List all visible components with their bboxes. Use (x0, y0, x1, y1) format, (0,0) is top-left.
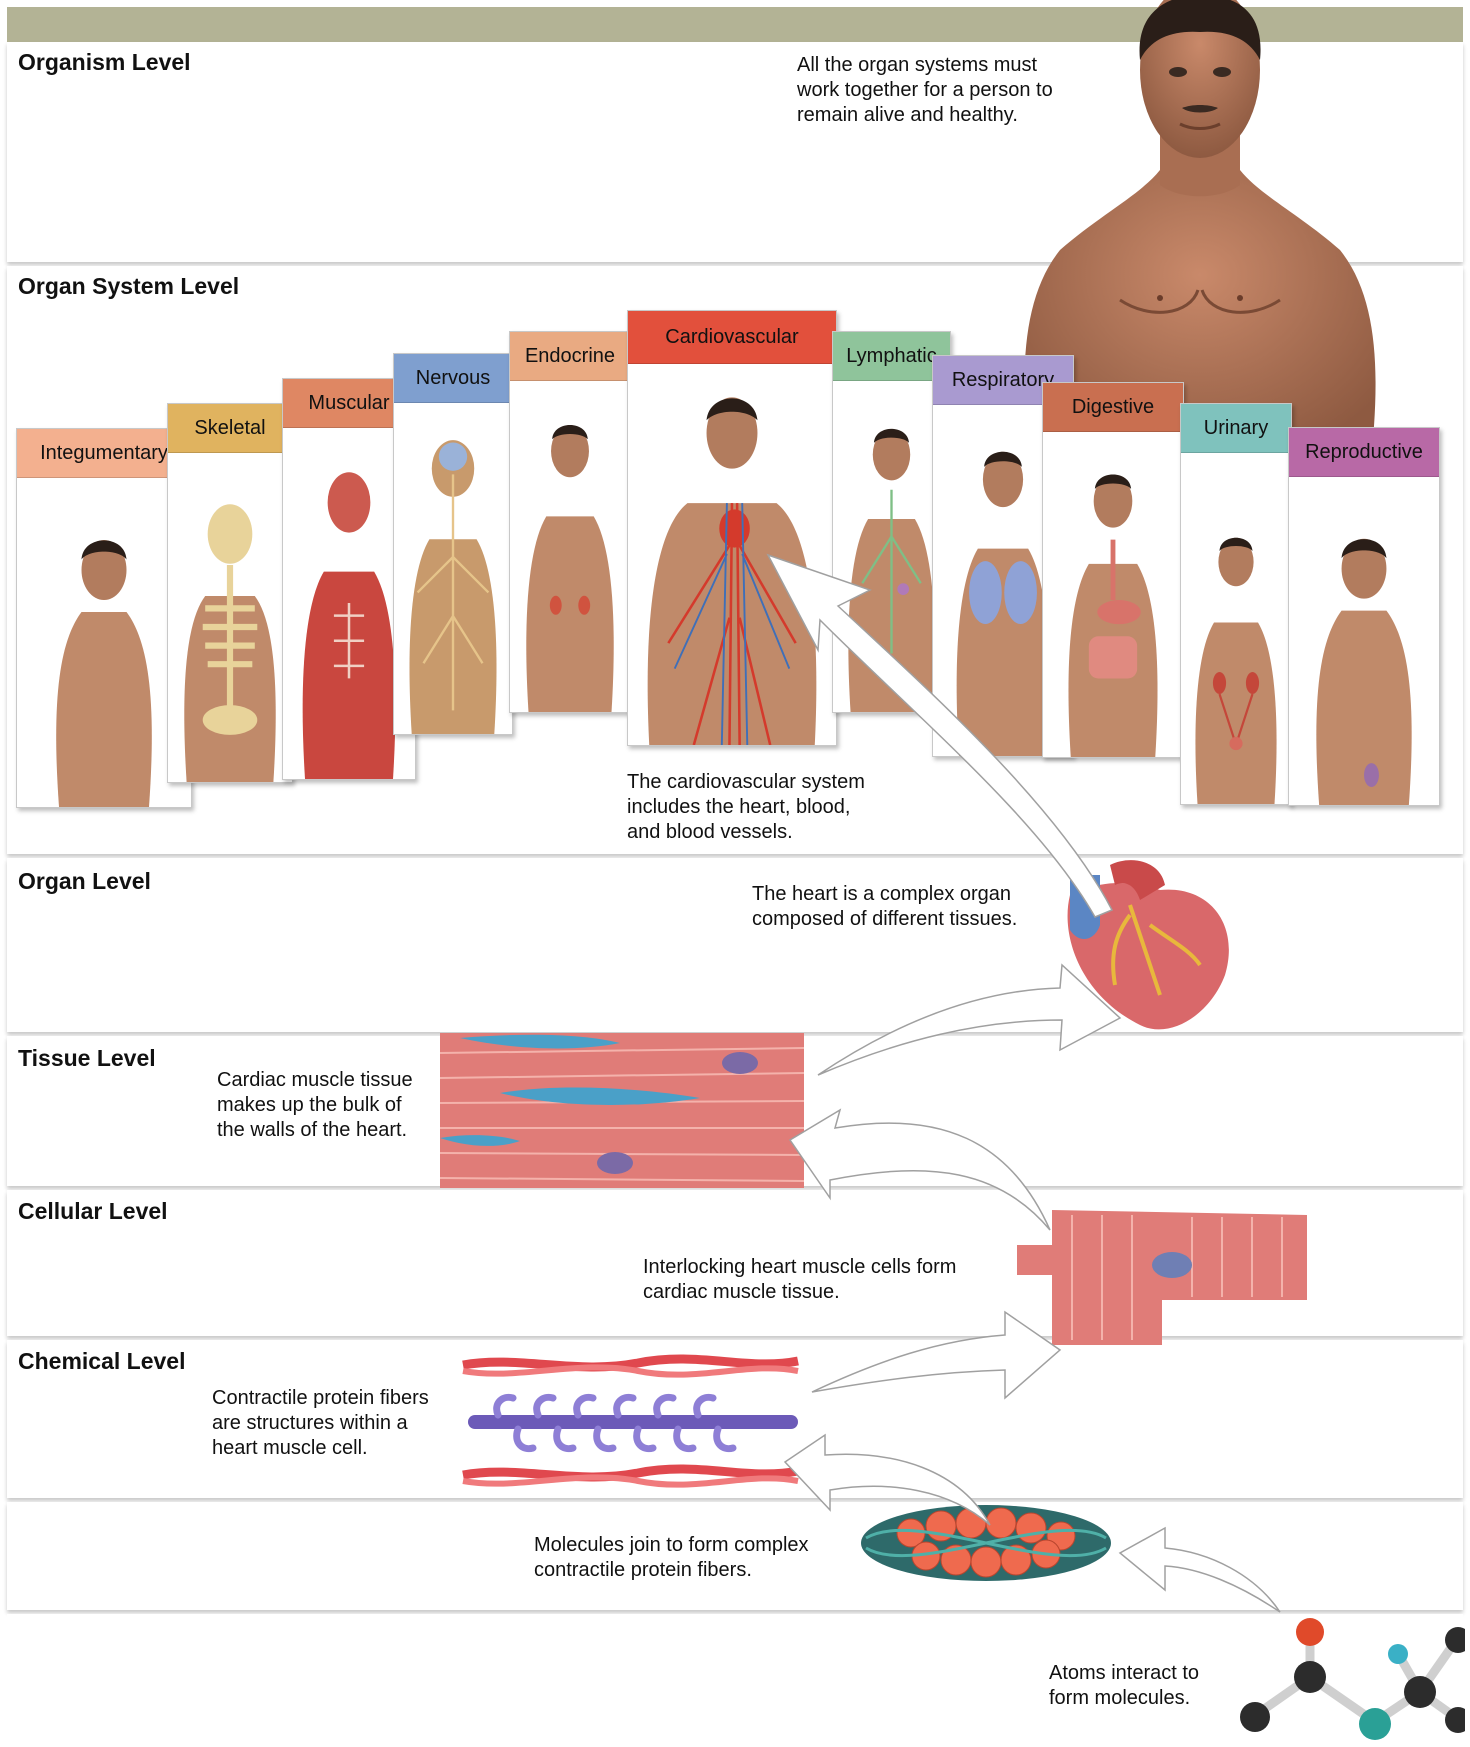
caption-line: includes the heart, blood, (627, 795, 865, 820)
caption-line: form molecules. (1049, 1686, 1199, 1711)
organ-level-title: Organ Level (18, 868, 151, 895)
system-label-integumentary: Integumentary (17, 429, 191, 478)
system-label-digestive: Digestive (1043, 383, 1183, 432)
system-card-integumentary[interactable]: Integumentary (16, 428, 192, 808)
cardiac-muscle-tissue-illustration (440, 1033, 804, 1188)
molecules-caption: Molecules join to form complex contracti… (534, 1533, 809, 1583)
system-card-skeletal[interactable]: Skeletal (167, 403, 293, 783)
reproductive-figure (1289, 476, 1439, 805)
organ-system-caption: The cardiovascular system includes the h… (627, 770, 865, 845)
caption-line: Cardiac muscle tissue (217, 1068, 413, 1093)
system-label-cardiovascular: Cardiovascular (628, 311, 836, 364)
cellular-level-title: Cellular Level (18, 1198, 168, 1225)
system-label-nervous: Nervous (394, 354, 512, 403)
figure-container (1043, 431, 1183, 757)
caption-line: The cardiovascular system (627, 770, 865, 795)
caption-line: the walls of the heart. (217, 1118, 413, 1143)
caption-line: makes up the bulk of (217, 1093, 413, 1118)
organism-level-title: Organism Level (18, 49, 191, 76)
figure-container (394, 402, 512, 734)
caption-line: Molecules join to form complex (534, 1533, 809, 1558)
nervous-figure (394, 402, 512, 734)
chemical-level-title: Chemical Level (18, 1348, 185, 1375)
system-card-urinary[interactable]: Urinary (1180, 403, 1292, 805)
caption-line: cardiac muscle tissue. (643, 1280, 956, 1305)
system-card-digestive[interactable]: Digestive (1042, 382, 1184, 758)
caption-line: The heart is a complex organ (752, 882, 1017, 907)
system-label-endocrine: Endocrine (510, 332, 630, 381)
heart-illustration (1040, 855, 1250, 1055)
caption-line: contractile protein fibers. (534, 1558, 809, 1583)
figure-container (17, 477, 191, 807)
skeletal-figure (168, 452, 292, 782)
atom-molecule-illustration (1230, 1612, 1465, 1747)
system-card-nervous[interactable]: Nervous (393, 353, 513, 735)
digestive-figure (1043, 431, 1183, 757)
figure-container (628, 363, 836, 745)
caption-line: are structures within a (212, 1411, 429, 1436)
system-card-endocrine[interactable]: Endocrine (509, 331, 631, 713)
caption-line: Interlocking heart muscle cells form (643, 1255, 956, 1280)
system-label-reproductive: Reproductive (1289, 428, 1439, 477)
tissue-level-title: Tissue Level (18, 1045, 156, 1072)
system-card-cardiovascular[interactable]: Cardiovascular (627, 310, 837, 746)
chemical-caption: Contractile protein fibers are structure… (212, 1386, 429, 1461)
organ-system-level-title: Organ System Level (18, 273, 239, 300)
endocrine-figure (510, 380, 630, 712)
caption-line: and blood vessels. (627, 820, 865, 845)
protein-molecule-illustration (856, 1488, 1116, 1598)
caption-line: composed of different tissues. (752, 907, 1017, 932)
figure-container (1289, 476, 1439, 805)
caption-line: Contractile protein fibers (212, 1386, 429, 1411)
urinary-figure (1181, 452, 1291, 804)
figure-container (510, 380, 630, 712)
system-card-reproductive[interactable]: Reproductive (1288, 427, 1440, 806)
atoms-caption: Atoms interact to form molecules. (1049, 1661, 1199, 1711)
tissue-caption: Cardiac muscle tissue makes up the bulk … (217, 1068, 413, 1143)
figure-container (168, 452, 292, 782)
system-label-urinary: Urinary (1181, 404, 1291, 453)
figure-container (1181, 452, 1291, 804)
organ-caption: The heart is a complex organ composed of… (752, 882, 1017, 932)
heart-muscle-cells-illustration (1012, 1205, 1312, 1345)
cellular-caption: Interlocking heart muscle cells form car… (643, 1255, 956, 1305)
caption-line: Atoms interact to (1049, 1661, 1199, 1686)
cardiovascular-figure (628, 363, 836, 745)
system-label-skeletal: Skeletal (168, 404, 292, 453)
integumentary-figure (17, 477, 191, 807)
contractile-protein-fibers-illustration (458, 1353, 803, 1491)
caption-line: heart muscle cell. (212, 1436, 429, 1461)
